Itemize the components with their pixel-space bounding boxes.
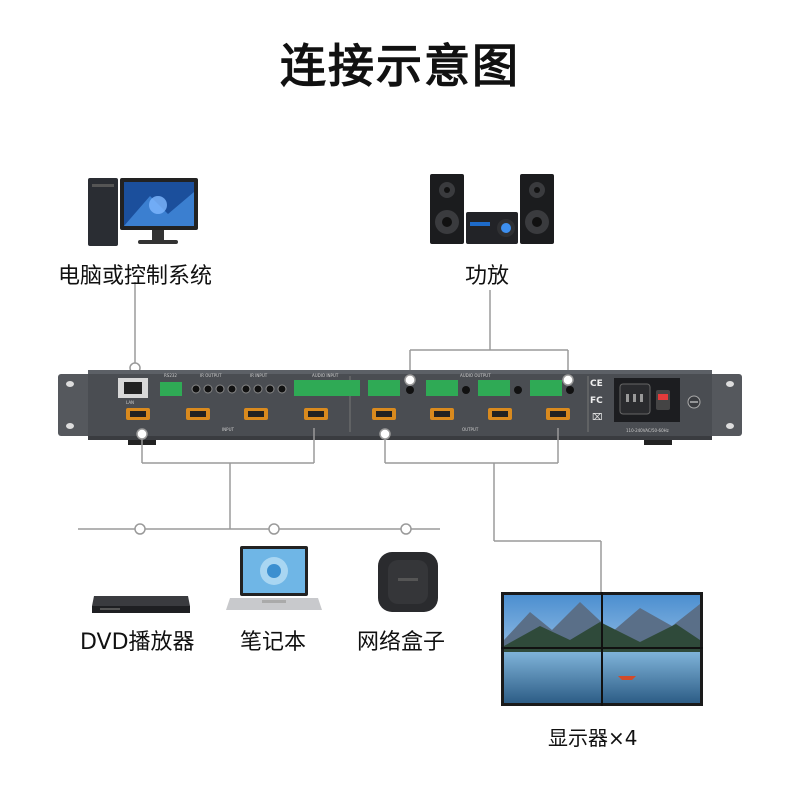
panel-label-input: INPUT — [222, 427, 235, 432]
amplifier-connection-line — [409, 290, 569, 378]
laptop-label: 笔记本 — [240, 630, 307, 655]
panel-label-rs232: RS232 — [164, 373, 177, 378]
laptop-icon — [226, 546, 322, 610]
page-title: 连接示意图 — [280, 39, 520, 93]
output-connection-lines — [384, 428, 602, 592]
matrix-switcher-device: RS232 IR OUTPUT IR INPUT AUDIO INPUT AUD… — [58, 370, 742, 445]
panel-label-ir-input: IR INPUT — [250, 373, 268, 378]
network-box-icon — [378, 552, 438, 612]
panel-label-output: OUTPUT — [462, 427, 479, 432]
panel-label-ir-output: IR OUTPUT — [200, 373, 222, 378]
ce-mark: CE — [590, 379, 603, 389]
panel-label-lan: LAN — [126, 400, 134, 405]
amplifier-label: 功放 — [465, 264, 510, 289]
dvd-player-label: DVD播放器 — [80, 630, 195, 655]
panel-label-audio-output: AUDIO OUTPUT — [460, 373, 491, 378]
pc-label: 电脑或控制系统 — [58, 264, 213, 289]
fc-mark: FC — [590, 396, 603, 406]
video-wall-icon — [501, 592, 703, 706]
panel-label-power: 110-240VAC/50-60Hz — [626, 428, 669, 433]
speaker-system-icon — [430, 174, 554, 244]
display-label: 显示器×4 — [548, 726, 638, 750]
pc-icon — [88, 178, 198, 246]
hdmi-input-ports — [126, 408, 328, 420]
panel-label-audio-input: AUDIO INPUT — [312, 373, 339, 378]
network-box-label: 网络盒子 — [357, 630, 446, 655]
hdmi-output-ports — [372, 408, 570, 420]
dvd-player-icon — [92, 596, 190, 613]
weee-icon: ⌧ — [592, 413, 602, 423]
